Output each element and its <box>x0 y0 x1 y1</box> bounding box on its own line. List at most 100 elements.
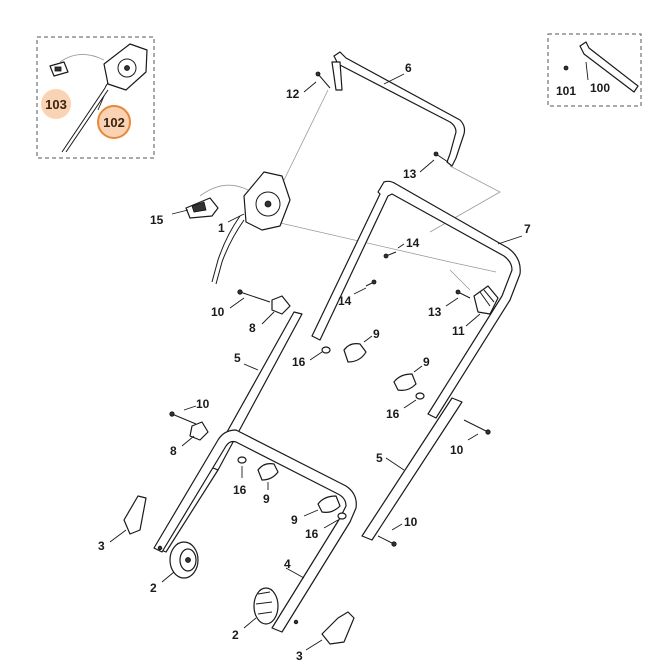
upper-handle <box>311 180 521 419</box>
callout-4-label[interactable]: 4 <box>284 557 291 571</box>
callout-10-a-label[interactable]: 10 <box>211 305 225 319</box>
top-bar-part-6: 6 <box>331 51 466 167</box>
screw-12 <box>317 73 331 89</box>
inset-housing-dial <box>117 58 137 78</box>
callout-8-b-label[interactable]: 8 <box>170 444 177 458</box>
callout-10-d-label[interactable]: 10 <box>404 515 418 529</box>
bolt-10-c-head <box>485 429 491 435</box>
callout-16-b-label[interactable]: 16 <box>386 407 400 421</box>
control-housing-pin <box>264 200 272 208</box>
callout-2-left-label[interactable]: 2 <box>150 581 157 595</box>
inset-screw <box>563 65 569 71</box>
clamp-8-b <box>189 421 209 441</box>
knob-part-11: 11 <box>452 285 499 338</box>
callout-8-a-leader <box>261 311 275 325</box>
clamp-8-a <box>271 295 291 315</box>
callout-16-b-leader <box>403 399 417 409</box>
screw-14-lower-head <box>371 279 377 285</box>
callout-11-leader <box>465 313 481 327</box>
knob-part-9-d: 9 <box>291 495 341 527</box>
callout-102-label: 102 <box>103 115 125 130</box>
callout-5-left-leader <box>243 363 259 371</box>
callout-102-badge[interactable] <box>97 105 131 139</box>
screw-12-head <box>315 71 321 77</box>
knob-part-9-b: 9 <box>393 355 430 391</box>
washer-part-16-a: 16 <box>292 346 331 369</box>
callout-2-right-leader <box>243 617 257 629</box>
callout-102-leader <box>97 95 105 111</box>
callout-101-label[interactable]: 101 <box>556 84 576 98</box>
inset-housing-pin <box>124 65 130 71</box>
callout-14-lower-leader <box>353 287 367 295</box>
callout-9-a-label[interactable]: 9 <box>373 327 380 341</box>
callout-100-label[interactable]: 100 <box>590 81 610 95</box>
bolt-part-10-b: 10 <box>169 397 210 425</box>
guide-lower <box>449 269 471 291</box>
switch-part-15: 15 <box>150 184 249 227</box>
callout-3-left-label[interactable]: 3 <box>98 539 105 553</box>
callout-1-label[interactable]: 1 <box>218 221 225 235</box>
bolt-10-d-head <box>391 541 397 547</box>
callout-13-upper-label[interactable]: 13 <box>403 167 417 181</box>
callout-13-lower-leader <box>445 297 459 307</box>
callout-5-right-label[interactable]: 5 <box>376 451 383 465</box>
callout-8-b-leader <box>181 435 195 447</box>
callout-10-c-label[interactable]: 10 <box>450 443 464 457</box>
callout-12-label[interactable]: 12 <box>286 87 300 101</box>
control-housing-part-1: 1 <box>211 171 291 285</box>
callout-2-left-leader <box>161 571 175 583</box>
callout-9-c-label[interactable]: 9 <box>263 492 270 506</box>
inset-top-right: 101 100 <box>547 33 642 107</box>
inset-top-left-frame <box>36 36 155 159</box>
callout-10-b-label[interactable]: 10 <box>196 397 210 411</box>
callout-9-d-label[interactable]: 9 <box>291 513 298 527</box>
knob-part-9-a: 9 <box>343 327 380 363</box>
inset-cable-2 <box>65 89 109 153</box>
control-housing-dial <box>255 191 281 217</box>
screw-13-lower-head <box>455 289 461 295</box>
callout-2-right-label[interactable]: 2 <box>232 628 239 642</box>
inset-top-right-frame <box>547 33 642 107</box>
lower-tube-right <box>361 397 463 541</box>
callout-9-a-leader <box>363 335 373 343</box>
wheel-2-left-axle <box>185 557 191 563</box>
washer-16-c <box>237 456 247 464</box>
callout-6-label[interactable]: 6 <box>405 61 412 75</box>
callout-12-leader <box>303 81 317 93</box>
knob-9-a <box>343 343 367 363</box>
bolt-10-a <box>239 291 271 303</box>
inset-top-left: 103 102 <box>36 36 155 159</box>
guide-topbar-right <box>429 165 501 233</box>
callout-13-lower-label[interactable]: 13 <box>428 305 442 319</box>
callout-5-left-label[interactable]: 5 <box>234 351 241 365</box>
callout-4-leader <box>285 567 305 579</box>
inset-guide <box>59 54 105 63</box>
callout-8-a-label[interactable]: 8 <box>249 321 256 335</box>
callout-103-badge[interactable] <box>41 89 71 119</box>
callout-16-c-label[interactable]: 16 <box>233 483 247 497</box>
bolt-10-b <box>171 413 197 425</box>
tube-end-screw-right <box>293 619 299 625</box>
callout-9-d-leader <box>303 509 319 517</box>
washer-part-16-c: 16 <box>233 456 247 497</box>
callout-9-b-leader <box>413 365 423 373</box>
callout-3-left-leader <box>109 529 127 543</box>
callout-16-a-label[interactable]: 16 <box>292 355 306 369</box>
callout-1-leader <box>227 213 245 223</box>
bolt-10-d <box>377 535 395 545</box>
callout-10-a-leader <box>229 297 245 309</box>
switch-guide <box>199 184 249 197</box>
callout-15-label[interactable]: 15 <box>150 213 164 227</box>
callout-14-lower-label[interactable]: 14 <box>338 294 352 308</box>
callout-14-upper-label[interactable]: 14 <box>406 236 420 250</box>
callout-3-right-label[interactable]: 3 <box>296 649 303 663</box>
callout-6-leader <box>383 73 405 85</box>
washer-16-d <box>337 512 347 520</box>
tube-end-screw-left <box>157 545 163 551</box>
callout-16-d-label[interactable]: 16 <box>305 527 319 541</box>
callout-9-b-label[interactable]: 9 <box>423 355 430 369</box>
guide-topbar-left <box>283 89 329 181</box>
callout-10-d-leader <box>391 523 403 531</box>
callout-7-label[interactable]: 7 <box>524 222 531 236</box>
callout-11-label[interactable]: 11 <box>452 324 465 338</box>
